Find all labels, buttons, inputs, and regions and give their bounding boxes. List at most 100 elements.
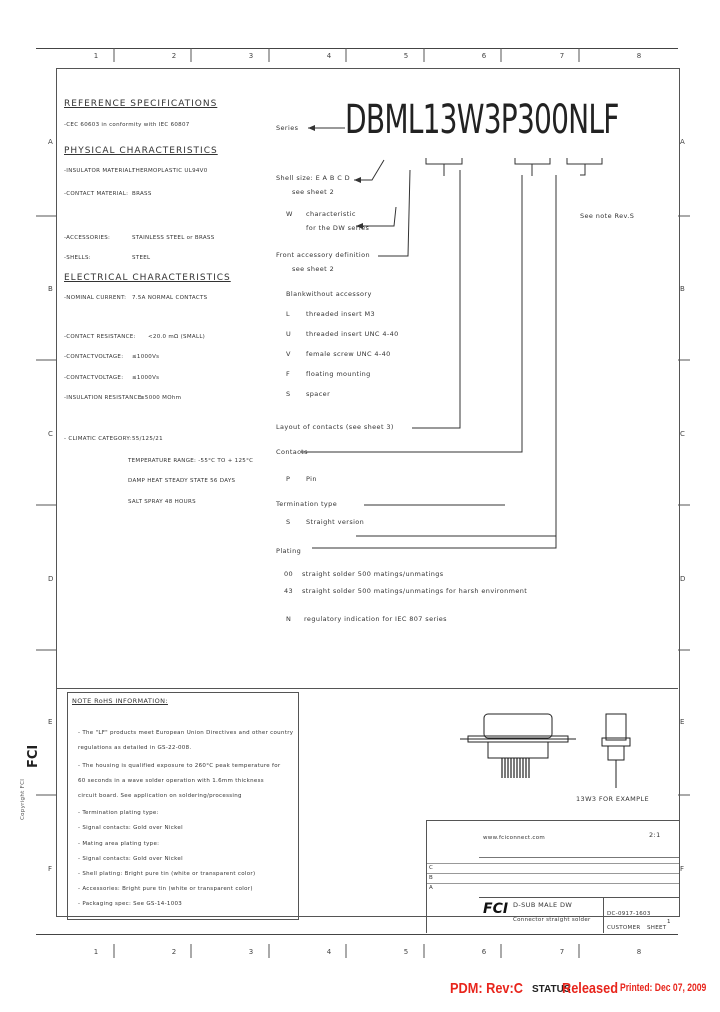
col-number: 2 bbox=[171, 948, 177, 956]
termination-label: Termination type bbox=[276, 500, 338, 508]
plating-code: 43 bbox=[284, 587, 294, 595]
climatic-value: 55/125/21 bbox=[132, 436, 163, 442]
notes-heading: NOTE RoHS INFORMATION: bbox=[72, 697, 168, 705]
plating-label: Plating bbox=[276, 547, 302, 555]
col-number: 2 bbox=[171, 52, 177, 60]
contact-resistance-value: <20.0 mΩ (SMALL) bbox=[148, 334, 206, 340]
pdm-revision: PDM: Rev:C bbox=[450, 980, 523, 997]
customer-label: CUSTOMER bbox=[607, 925, 641, 931]
col-number: 7 bbox=[559, 948, 565, 956]
note-line: - Shell plating: Bright pure tin (white … bbox=[78, 871, 256, 877]
acc-code: Blank bbox=[286, 290, 307, 298]
contact-material-label: -CONTACT MATERIAL: bbox=[64, 191, 129, 197]
rev-table: C B A bbox=[427, 857, 679, 897]
accessories-value: STAINLESS STEEL or BRASS bbox=[132, 235, 215, 241]
plating-desc: straight solder 500 matings/unmatings fo… bbox=[302, 587, 528, 595]
sheet-label: SHEET bbox=[647, 925, 667, 931]
part-number-title: DBML13W3P300NLF bbox=[345, 97, 619, 143]
title-block: www.fciconnect.com 2:1 C B A FCI D-SUB M… bbox=[426, 820, 679, 933]
row-letter: F bbox=[48, 865, 53, 873]
scale-value: 2:1 bbox=[649, 831, 661, 839]
contact-voltage-value: ≤1000Vs bbox=[132, 354, 160, 360]
contacts-label: Contacts bbox=[276, 448, 308, 456]
acc-code: S bbox=[286, 390, 291, 398]
col-number: 4 bbox=[326, 52, 332, 60]
contact-voltage-label-2: -CONTACTVOLTAGE: bbox=[64, 375, 124, 381]
acc-desc: spacer bbox=[306, 390, 331, 398]
row-letter: E bbox=[48, 718, 53, 726]
copyright-side-text: Copyright FCI bbox=[20, 778, 26, 820]
plating-desc: straight solder 500 matings/unmatings bbox=[302, 570, 444, 578]
printed-date: Printed: Dec 07, 2009 bbox=[620, 982, 707, 994]
row-letter: D bbox=[680, 575, 686, 583]
contact-resistance-label: -CONTACT RESISTANCE: bbox=[64, 334, 136, 340]
row-letter: E bbox=[680, 718, 685, 726]
note-line: 60 seconds in a wave solder operation wi… bbox=[78, 778, 264, 784]
pin-desc: Pin bbox=[306, 475, 317, 483]
plating-code: 00 bbox=[284, 570, 294, 578]
insulator-value: THERMOPLASTIC UL94V0 bbox=[132, 168, 208, 174]
notes-divider bbox=[56, 688, 678, 689]
row-letter: C bbox=[680, 430, 685, 438]
nominal-current-label: -NOMINAL CURRENT: bbox=[64, 295, 127, 301]
note-line: - The housing is qualified exposure to 2… bbox=[78, 763, 281, 769]
acc-desc: threaded insert UNC 4-40 bbox=[306, 330, 399, 338]
pin-code: P bbox=[286, 475, 291, 483]
col-number: 1 bbox=[93, 948, 99, 956]
inner-frame bbox=[56, 68, 680, 917]
contact-voltage-value-2: ≤1000Vs bbox=[132, 375, 160, 381]
temperature-range: TEMPERATURE RANGE: -55°C TO + 125°C bbox=[128, 458, 254, 464]
contact-material-value: BRASS bbox=[132, 191, 152, 197]
acc-code: F bbox=[286, 370, 291, 378]
ref-spec-line: -CEC 60603 in conformity with IEC 60807 bbox=[64, 122, 190, 128]
rev-letter: C bbox=[429, 865, 434, 871]
website: www.fciconnect.com bbox=[483, 835, 546, 841]
see-note: See note Rev.S bbox=[580, 212, 635, 220]
acc-code: L bbox=[286, 310, 291, 318]
phys-heading: PHYSICAL CHARACTERISTICS bbox=[64, 146, 218, 156]
shell-size-see: see sheet 2 bbox=[292, 188, 335, 196]
note-line: - Accessories: Bright pure tin (white or… bbox=[78, 886, 253, 892]
col-number: 4 bbox=[326, 948, 332, 956]
title-desc: D-SUB MALE DW bbox=[513, 901, 573, 909]
row-letter: D bbox=[48, 575, 54, 583]
col-number: 3 bbox=[248, 52, 254, 60]
connector-drawing bbox=[460, 713, 631, 788]
rev-letter: A bbox=[429, 885, 434, 891]
col-number: 5 bbox=[403, 52, 409, 60]
row-letter: F bbox=[680, 865, 685, 873]
contact-voltage-label: -CONTACTVOLTAGE: bbox=[64, 354, 124, 360]
note-line: circuit board. See application on solder… bbox=[78, 793, 242, 799]
w-desc-2: for the DW series bbox=[306, 224, 370, 232]
col-number: 5 bbox=[403, 948, 409, 956]
title-sub: Connector straight solder bbox=[513, 917, 591, 923]
acc-desc: female screw UNC 4-40 bbox=[306, 350, 391, 358]
status-label: STATUS bbox=[532, 984, 571, 995]
status-value: Released bbox=[562, 980, 618, 997]
climatic-label: - CLIMATIC CATEGORY: bbox=[64, 436, 132, 442]
w-code: W bbox=[286, 210, 293, 218]
row-letter: B bbox=[48, 285, 53, 293]
ref-spec-heading: REFERENCE SPECIFICATIONS bbox=[64, 99, 218, 109]
note-line: - The "LF" products meet European Union … bbox=[78, 730, 294, 736]
accessories-label: -ACCESSORIES: bbox=[64, 235, 111, 241]
fci-side-logo: FCI bbox=[26, 744, 41, 768]
straight-desc: Straight version bbox=[306, 518, 365, 526]
row-letter: A bbox=[48, 138, 53, 146]
shell-size-label: Shell size: E A B C D bbox=[276, 174, 351, 182]
acc-desc: floating mounting bbox=[306, 370, 371, 378]
w-desc-1: characteristic bbox=[306, 210, 356, 218]
straight-code: S bbox=[286, 518, 291, 526]
col-number: 6 bbox=[481, 52, 487, 60]
insulation-resistance-value: ≥5000 MOhm bbox=[140, 395, 182, 401]
acc-code: V bbox=[286, 350, 291, 358]
note-line: - Termination plating type: bbox=[78, 810, 159, 816]
shells-label: -SHELLS: bbox=[64, 255, 91, 261]
row-letter: C bbox=[48, 430, 53, 438]
note-line: - Packaging spec: See GS-14-1003 bbox=[78, 901, 183, 907]
damp-heat: DAMP HEAT STEADY STATE 56 DAYS bbox=[128, 478, 236, 484]
acc-desc: threaded insert M3 bbox=[306, 310, 376, 318]
col-number: 6 bbox=[481, 948, 487, 956]
rohs-notes-box: NOTE RoHS INFORMATION: - The "LF" produc… bbox=[67, 692, 299, 920]
